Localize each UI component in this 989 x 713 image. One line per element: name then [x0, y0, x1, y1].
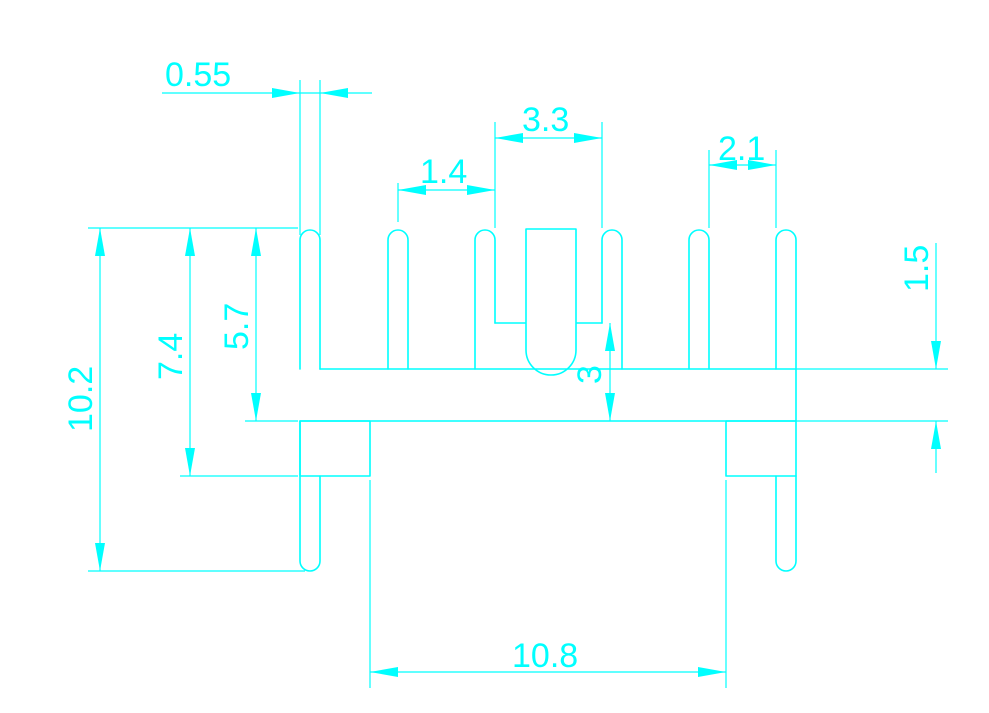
dim-label-leg-spacing: 10.8 [512, 637, 578, 675]
extension-lines [88, 80, 948, 688]
dim-label-fin-height-plus-base: 7.4 [152, 333, 190, 380]
dim-label-total-height: 10.2 [62, 366, 100, 432]
right-leg [775, 229, 797, 572]
left-leg [299, 229, 321, 572]
right-mount-pad [725, 420, 797, 477]
dim-label-fin-thickness: 0.55 [165, 56, 231, 94]
center-slot [494, 228, 603, 376]
heatsink-geometry [299, 228, 797, 572]
left-mount-pad [299, 420, 371, 477]
fin-3 [474, 229, 496, 370]
dim-label-fin-height: 5.7 [218, 303, 256, 350]
dim-label-right-gap: 2.1 [718, 130, 765, 168]
fin-2 [387, 229, 409, 370]
dim-label-slot-depth: 3 [571, 365, 609, 384]
dim-label-top-offset: 1.5 [898, 245, 936, 292]
dim-label-center-slot-width: 3.3 [522, 101, 569, 139]
dim-label-fin-gap: 1.4 [420, 153, 467, 191]
fin-4 [601, 229, 623, 370]
dimension-lines [95, 88, 941, 677]
fin-5 [688, 229, 710, 370]
dimension-labels: 0.55 3.3 1.4 2.1 10.2 7.4 5.7 3 1.5 10.8 [62, 56, 936, 675]
